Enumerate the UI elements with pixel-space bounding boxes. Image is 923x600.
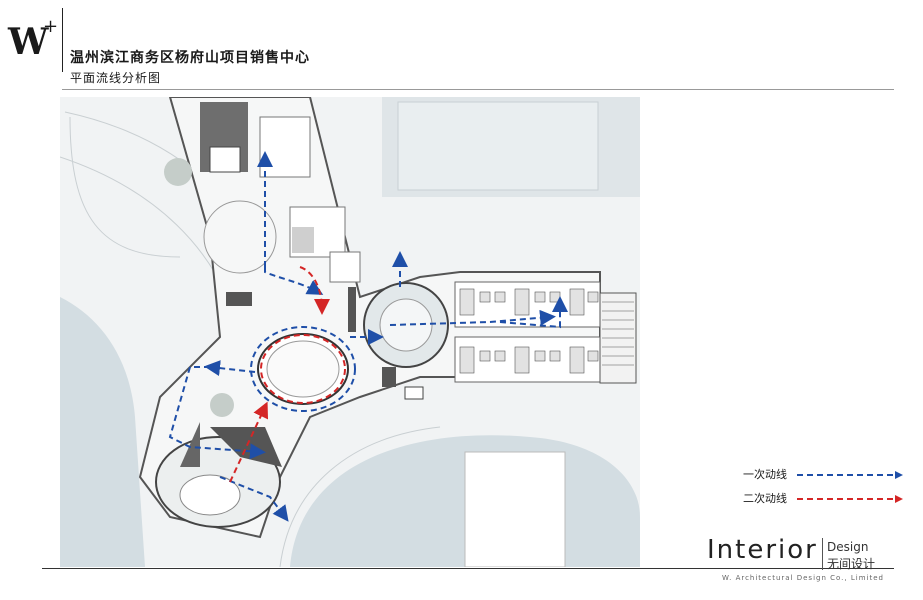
legend-item-secondary: 二次动线 <box>735 488 903 512</box>
brand-cn: 无间设计 <box>827 557 876 571</box>
top-rule <box>62 89 894 90</box>
primary-route <box>168 151 568 522</box>
logo-letter: W <box>8 21 48 63</box>
brand-company: W. Architectural Design Co., Limited <box>722 574 884 582</box>
legend-line-primary <box>797 471 903 479</box>
water-area-left <box>60 297 145 567</box>
brand-design: Design <box>827 540 869 554</box>
legend-line-secondary <box>797 495 903 503</box>
secondary-route <box>229 266 346 483</box>
legend-label-secondary: 二次动线 <box>743 492 787 505</box>
page-title: 温州滨江商务区杨府山项目销售中心 <box>70 50 310 66</box>
floor-plan-drawing <box>60 97 640 567</box>
company-logo: W + <box>6 16 58 64</box>
page-subtitle: 平面流线分析图 <box>70 71 162 85</box>
legend-item-primary: 一次动线 <box>735 464 903 488</box>
brand-divider <box>822 538 823 570</box>
header-divider <box>62 8 63 72</box>
route-legend: 一次动线 二次动线 <box>735 464 903 512</box>
brand-name: Interior <box>707 535 818 565</box>
legend-label-primary: 一次动线 <box>743 468 787 481</box>
logo-plus: + <box>43 16 59 37</box>
bottom-rule <box>42 568 894 569</box>
lower-building <box>464 451 566 567</box>
